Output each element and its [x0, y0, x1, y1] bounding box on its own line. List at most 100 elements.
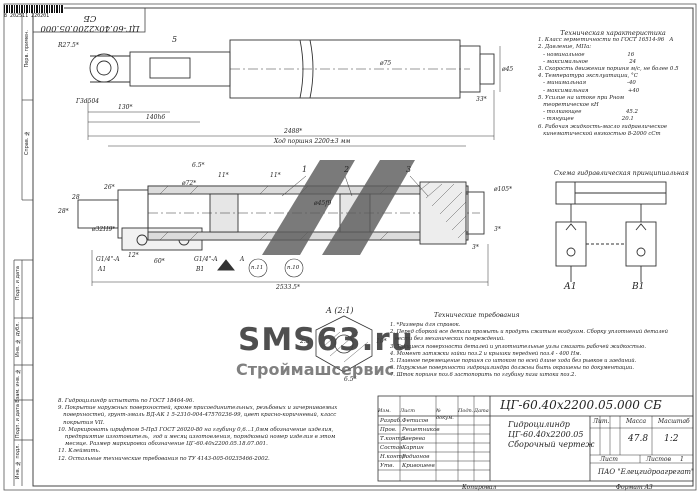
requirement-lower-item: 8. Гидроцилиндр испытать по ГОСТ 18464-9… [58, 398, 195, 404]
upper-view [87, 39, 501, 147]
requirement-lower-item: 11. Клеймить. [58, 448, 101, 455]
tech-spec-item: - максимальная +40 [538, 87, 640, 94]
side-label-replace-inv: Взам. инв. № [15, 368, 21, 403]
callout-2: 2 [344, 165, 350, 174]
role-label: Состав [380, 445, 403, 451]
title-name-1: Гидроцилиндр [508, 420, 570, 429]
role-label: Пров. [380, 427, 397, 433]
tech-spec-item: - толкающее 45.2 [538, 109, 638, 116]
title-name-3: Сборочный чертеж [508, 440, 595, 449]
dim-dia72: ø72* [182, 180, 197, 187]
requirement-lower-item: месяце. Размер маркировки обозначение ЦГ… [58, 441, 268, 448]
section-mark-a: A [240, 256, 245, 263]
requirement-lower-item: поверхностей, грунт-эмаль ВД-АК 1 5-2310… [58, 412, 337, 419]
stamp-drawing-number: ЦГ-60.40х2200.05.000 СБ [40, 13, 140, 33]
port-thread-b: G1/4"-A [194, 256, 218, 263]
side-label-first-use: Перв. примен. [24, 30, 30, 68]
sheet-label: Лист [600, 456, 618, 463]
dim-26: 26* [104, 184, 115, 191]
role-label: Утв. [380, 463, 395, 469]
dim-tolerance: Г3d504 [76, 98, 100, 105]
title-designation: ЦГ-60.40х2200.05.000 СБ [500, 398, 662, 412]
requirement-item: 1. *Размеры для справок. [390, 322, 461, 328]
person-name: Фетисов [402, 418, 429, 424]
tech-spec-item: теоретическое кН [538, 102, 599, 109]
person-name: Карпин [402, 445, 424, 451]
side-label-sign-date-1: Подп. и дата [15, 266, 21, 301]
col-head: Дата [474, 408, 489, 414]
organization: ПАО "Елецгидроагрегат" [598, 468, 695, 476]
tech-spec-item: - минимальная -40 [538, 80, 636, 87]
requirement-lower-item: покрытия VII. [58, 419, 105, 426]
stroke-label: Ход поршня 2200±3 мм [274, 138, 351, 145]
dim-dia32: ø32H9* [92, 226, 116, 233]
tech-specs-list: 1. Класс герметичности по ГОСТ 16514-96 … [538, 37, 688, 138]
dim-2488: 2488* [284, 128, 303, 135]
side-label-orig-inv: Инв. № подл. [15, 444, 21, 480]
role-label: Н.контр. [380, 454, 408, 460]
requirement-item: 6. Наружные поверхности гидроцилиндра до… [390, 365, 634, 372]
dim-dia105: ø105* [494, 186, 513, 193]
tech-spec-item: - номинальное 16 [538, 51, 635, 58]
dim-dia75: ø75 [380, 60, 392, 67]
sheets-value: 1 [680, 456, 684, 463]
side-label-dup-inv: Инв. № дубл. [15, 322, 21, 358]
port-b1: B1 [196, 266, 205, 273]
barcode-number: 8 202511 220201 [4, 13, 50, 19]
head-mass: Масса [626, 418, 647, 425]
col-head: Лист [400, 408, 415, 414]
sheets-label: Листов [646, 456, 672, 463]
callout-p11: п.11 [251, 265, 264, 271]
tech-spec-item: 1. Класс герметичности по ГОСТ 16514-96 … [538, 37, 674, 44]
copied-label: Копировал [462, 484, 497, 491]
dim-11a: 11* [218, 172, 229, 179]
dim-2533: 2533.5* [276, 284, 300, 291]
requirement-lower-item: 10. Маркировать шрифтом 5-Пр3 ГОСТ 26020… [58, 426, 334, 433]
requirement-item: 4. Момент затяжки гайки поз.2 и крышки п… [390, 350, 582, 357]
tech-spec-item: - тянущее 20.1 [538, 116, 634, 123]
requirement-lower-item: 12. Остальные технические требования по … [58, 455, 270, 462]
col-head: Изм. [378, 408, 391, 414]
person-name: Кривошеев [402, 463, 435, 469]
title-block-row: Разраб.Фетисов [380, 417, 490, 426]
tech-spec-item: 4. Температура эксплуатации, °С [538, 73, 638, 80]
callout-p10: п.10 [287, 265, 300, 271]
tech-spec-item: 2. Давление, МПа: [538, 44, 592, 51]
requirement-item: 2. Перед сборкой все детали промыть и пр… [390, 329, 668, 336]
dim-12: 12* [128, 252, 139, 259]
requirement-item: 5. Плавное перемещение поршня со штоком … [390, 358, 637, 365]
requirements-title: Технические требования [434, 312, 520, 319]
tech-spec-item: - максимальное 24 [538, 58, 637, 65]
callout-3: 3 [406, 165, 412, 174]
section-a-label: A (2:1) [326, 306, 354, 315]
scheme-port-a: А1 [564, 282, 577, 292]
dim-60: 60* [154, 258, 165, 265]
tech-specs: Техническая характеристика 1. Класс герм… [538, 29, 688, 138]
dim-28b: 28 [72, 194, 80, 201]
hydraulic-scheme [555, 181, 667, 282]
person-name: Родионов [402, 454, 430, 460]
tech-spec-item: 5. Усилие на штоке при Рном [538, 94, 625, 101]
section-a-dim-2: 10* [376, 338, 387, 345]
dim-dia45f9: ø45f9 [314, 200, 332, 207]
dim-130: 130* [118, 104, 133, 111]
barcode [4, 5, 64, 13]
tech-spec-item: 6. Рабочая жидкость-масло гидравлическое [538, 123, 668, 130]
scale-value: 1:2 [664, 434, 679, 444]
callout-1: 1 [302, 165, 308, 174]
requirement-item: вести без механических повреждений. [390, 336, 505, 343]
dim-3b: 3* [472, 244, 479, 251]
role-label: Разраб. [380, 418, 402, 424]
tech-specs-title: Техническая характеристика [560, 29, 666, 37]
requirements-list: 1. *Размеры для справок.2. Перед сборкой… [390, 322, 690, 380]
requirement-lower-item: 9. Покрытие наружных поверхностей, кроме… [58, 405, 338, 412]
title-block-lines [377, 395, 694, 482]
head-scale: Масштаб [658, 418, 690, 425]
section-a-detail [315, 315, 373, 373]
dim-33: 33* [476, 96, 487, 103]
title-block-row: Т.контр.Зверева [380, 435, 490, 444]
